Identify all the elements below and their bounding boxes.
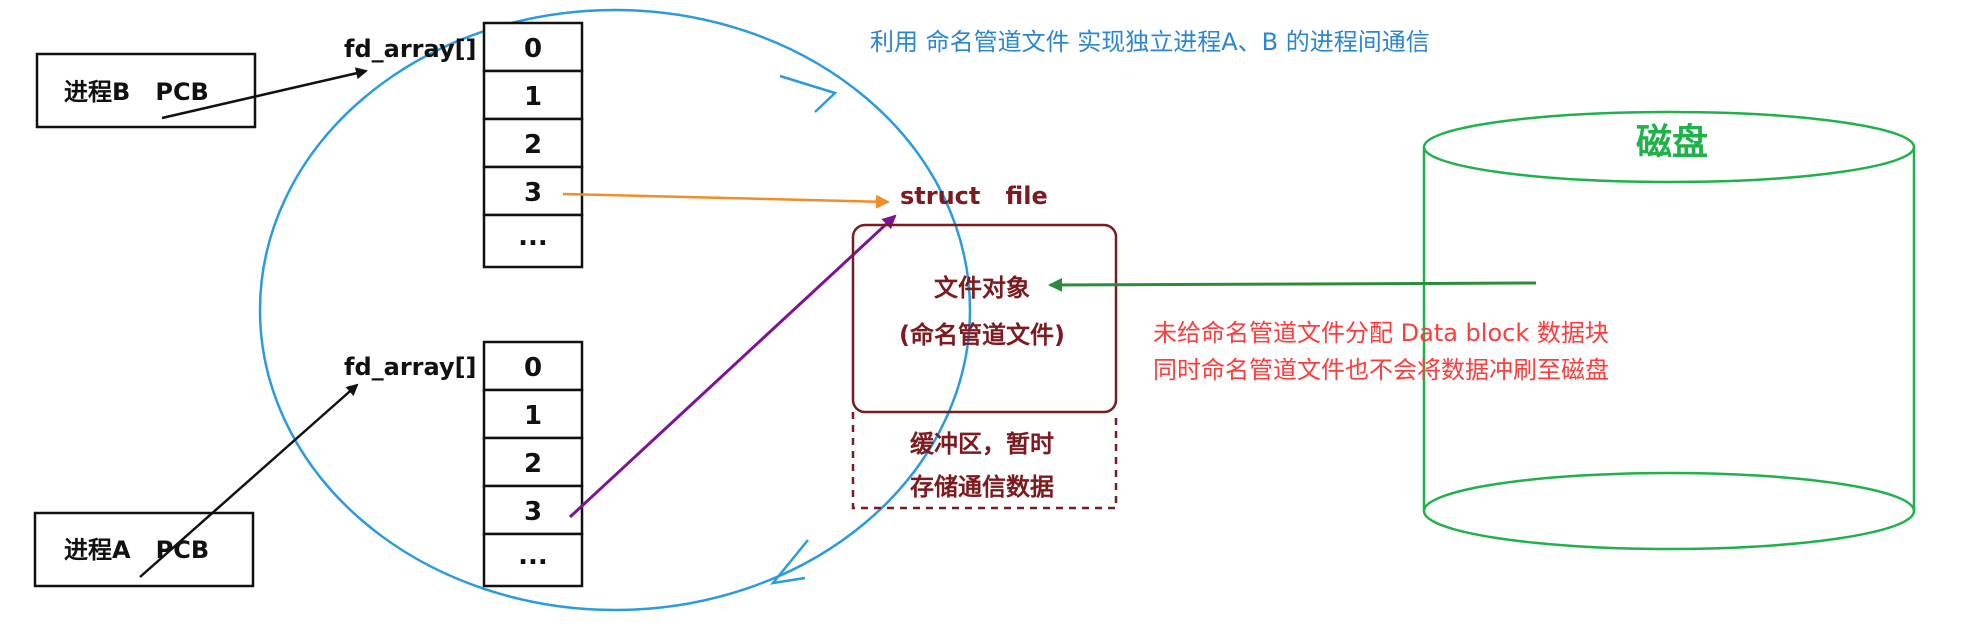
fd-b-cell <box>482 213 584 269</box>
fd-b-index: 0 <box>524 34 542 64</box>
fd-b-index: 2 <box>524 130 542 160</box>
fd-b-index: ... <box>518 222 548 252</box>
file-object-subtitle: (命名管道文件) <box>899 321 1065 349</box>
fd-a-index: 0 <box>524 353 542 383</box>
file-object-box <box>851 223 1118 414</box>
fd-array-b-label: fd_array[] <box>344 35 477 63</box>
fd-b-index: 3 <box>524 178 542 208</box>
fd-b-cell <box>482 21 584 73</box>
disk-cylinder <box>1422 110 1916 551</box>
process-a-arrow <box>139 383 359 578</box>
fd-array-b-table: 0 1 2 3 ... <box>482 21 584 269</box>
fd-b-index: 1 <box>524 82 542 112</box>
fd-a-index: 1 <box>524 401 542 431</box>
disk-to-file-object-arrow <box>1048 277 1537 292</box>
file-object-title: 文件对象 <box>934 274 1030 302</box>
disk-top-ellipse <box>1422 110 1916 184</box>
note-line-2: 同时命名管道文件也不会将数据冲刷至磁盘 <box>1153 356 1609 384</box>
process-b-pcb-label: 进程B PCB <box>64 78 209 106</box>
buffer-dashed-box <box>851 412 1118 510</box>
fd-a-index: 2 <box>524 449 542 479</box>
fd-a-3-to-struct-file-arrow <box>568 214 897 519</box>
buffer-line-1: 缓冲区，暂时 <box>910 430 1054 458</box>
ipc-loop-ellipse <box>258 8 972 612</box>
buffer-line-2: 存储通信数据 <box>910 473 1054 501</box>
fd-array-a-label: fd_array[] <box>344 353 477 381</box>
process-b-pcb-box <box>35 52 257 129</box>
fd-a-cell <box>482 532 584 588</box>
diagram-title: 利用 命名管道文件 实现独立进程A、B 的进程间通信 <box>870 28 1430 56</box>
note-line-1: 未给命名管道文件分配 Data block 数据块 <box>1153 319 1609 347</box>
loop-arrowhead-bottom <box>769 539 809 585</box>
loop-arrowhead-top <box>779 74 838 113</box>
process-a-pcb-label: 进程A PCB <box>64 536 209 564</box>
struct-file-label: struct file <box>900 182 1048 210</box>
fd-a-index: 3 <box>524 497 542 527</box>
fd-b-cell <box>482 165 584 217</box>
process-b-arrow <box>161 67 368 120</box>
fd-array-a-table: 0 1 2 3 ... <box>482 340 584 588</box>
disk-bottom-ellipse <box>1422 471 1916 551</box>
fd-b-3-to-struct-file-arrow <box>562 192 890 209</box>
fd-a-index: ... <box>518 541 548 571</box>
disk-label: 磁盘 <box>1636 121 1708 163</box>
